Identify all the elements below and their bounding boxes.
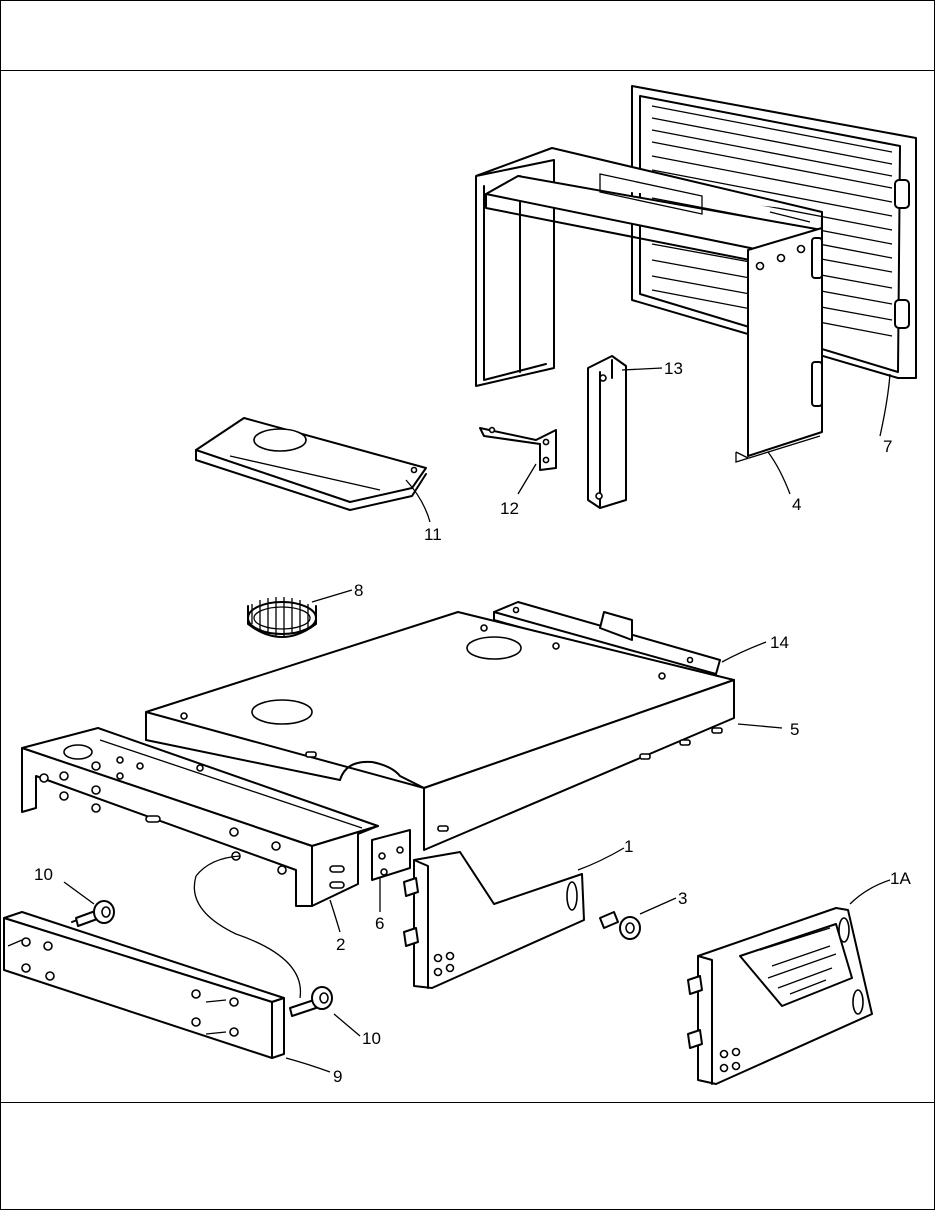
leader-lines	[63, 367, 891, 1073]
part-3-wing-nut	[599, 911, 641, 940]
callout-12: 12	[500, 499, 519, 518]
part-1a-side-plate	[687, 907, 873, 1085]
callout-9: 9	[333, 1067, 342, 1086]
part-14-side-rail	[493, 601, 721, 683]
callout-labels: 7 4 13 12 11 8 14 5 1 3 1A 2 6 10 10 9	[34, 359, 911, 1086]
callout-10-lower: 10	[362, 1029, 381, 1048]
part-4-shroud-frame	[475, 147, 823, 463]
part-12-angle-bracket	[479, 426, 557, 471]
callout-1a: 1A	[890, 869, 911, 888]
header-band	[1, 1, 934, 71]
callout-14: 14	[770, 633, 789, 652]
callout-11: 11	[424, 525, 442, 544]
part-5-base-pan	[145, 611, 735, 851]
part-13-support-bracket	[587, 355, 627, 509]
footer-band	[1, 1102, 934, 1210]
part-10-bolt-upper	[71, 900, 115, 927]
part-2-front-channel	[21, 727, 379, 907]
callout-1: 1	[624, 837, 633, 856]
callout-5: 5	[790, 720, 799, 739]
callout-8: 8	[354, 581, 363, 600]
callout-6: 6	[375, 914, 384, 933]
callout-13: 13	[664, 359, 683, 378]
callout-10-upper: 10	[34, 865, 53, 884]
part-10-bolt-lower	[289, 986, 333, 1017]
part-8-gear-ring	[247, 597, 317, 638]
callout-2: 2	[336, 935, 345, 954]
callout-4: 4	[792, 495, 801, 514]
callout-3: 3	[678, 889, 687, 908]
part-11-cover-plate	[195, 417, 427, 511]
part-6-clip	[371, 829, 411, 881]
part-9-front-plate	[3, 875, 302, 1059]
callout-7: 7	[883, 437, 892, 456]
part-1-side-plate	[403, 851, 585, 989]
